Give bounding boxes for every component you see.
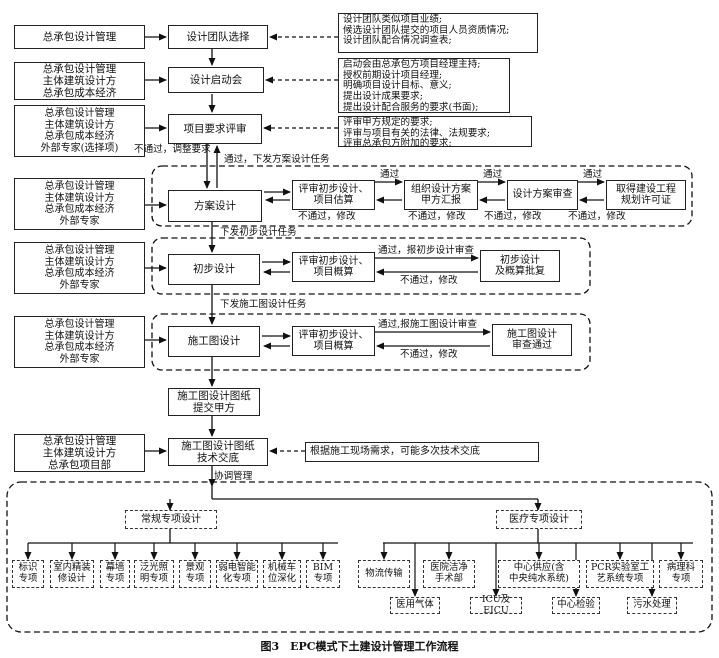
step-submit-drawings: 施工图设计图纸 提交甲方 [168,388,260,416]
label-fail-2: 不通过，修改 [408,211,466,222]
prelim-approval: 初步设计 及概算批复 [480,250,560,282]
role-box-5: 总承包设计管理 主体建筑设计方 总承包成本经济 外部专家 [14,242,145,294]
cd-stage-frame [151,313,591,371]
step-team-selection: 设计团队选择 [168,25,268,49]
prelim-review-budget: 评审初步设计、 项目概算 [292,252,375,282]
regular-item-8: BIM 专项 [306,560,340,588]
label-fail-4: 不通过，修改 [568,211,626,222]
medical-item-top-4: PCR实验室工 艺系统专项 [586,560,654,588]
medical-item-bottom-1: 医用气体 [390,597,440,614]
role-box-7: 总承包设计管理 主体建筑设计方 总承包项目部 [14,434,145,472]
label-to-cd: 下发施工图设计任务 [220,299,307,310]
medical-item-top-1: 物流传输 [358,560,410,588]
label-coordination: 协调管理 [214,471,253,482]
medical-item-bottom-4: 污水处理 [627,597,677,614]
label-cd-pass: 通过,报施工图设计审查 [378,319,477,330]
label-to-scheme: 通过，下发方案设计任务 [224,154,330,165]
regular-item-5: 景观 专项 [179,560,211,588]
regular-item-7: 机械车 位深化 [263,560,301,588]
medical-special-design: 医疗专项设计 [496,510,582,529]
label-fail-1: 不通过，修改 [298,211,356,222]
regular-item-1: 标识 专项 [12,560,44,588]
scheme-stage-frame [151,165,693,227]
step-technical-disclosure: 施工图设计图纸 技术交底 [168,438,268,466]
medical-item-bottom-2: ICU及EICU [470,594,522,615]
label-fail-3: 不通过，修改 [484,211,542,222]
label-prelim-fail: 不通过，修改 [400,275,458,286]
role-box-6: 总承包设计管理 主体建筑设计方 总承包成本经济 外部专家 [14,316,145,368]
label-prelim-pass: 通过，报初步设计审查 [378,245,474,256]
step-requirement-review: 项目要求评审 [168,114,262,144]
scheme-planning-permit: 取得建设工程 规划许可证 [606,180,686,210]
step-scheme-design: 方案设计 [168,190,262,222]
label-pass-1: 通过 [380,169,400,180]
step-kickoff-meeting: 设计启动会 [168,67,264,93]
label-cd-fail: 不通过，修改 [400,349,458,360]
medical-item-bottom-3: 中心检验 [552,597,600,614]
medical-item-top-5: 病理科 专项 [659,560,703,588]
special-design-frame [6,481,713,633]
role-box-3: 总承包设计管理 主体建筑设计方 总承包成本经济 外部专家(选择项) [14,105,145,157]
scheme-review-estimate: 评审初步设计、 项目估算 [292,180,375,210]
prelim-stage-frame [151,237,591,295]
regular-item-4: 泛光照 明专项 [134,560,174,588]
label-pass-2: 通过 [483,169,503,180]
label-pass-3: 通过 [583,169,603,180]
step-preliminary-design: 初步设计 [168,254,260,285]
cd-approval: 施工图设计 审查通过 [492,324,572,356]
label-to-prelim: 下发初步设计任务 [220,227,297,238]
role-box-4: 总承包设计管理 主体建筑设计方 总承包成本经济 外部专家 [14,178,145,230]
figure-caption: 图3 EPC模式下土建设计管理工作流程 [260,640,459,653]
scheme-review: 设计方案审查 [507,180,578,210]
scheme-client-report: 组织设计方案 甲方汇报 [404,180,478,210]
label-fail-s3: 不通过，调整要求 [134,144,211,155]
regular-item-2: 室内精装 修设计 [50,560,94,588]
medical-item-top-2: 医院洁净 手术部 [423,560,475,588]
note-kickoff: 启动会由总承包方项目经理主持; 授权前期设计项目经理; 明确项目设计目标、意义;… [338,58,510,113]
regular-item-6: 弱电智能 化专项 [216,560,258,588]
medical-item-top-3: 中心供应(含 中央纯水系统) [498,560,580,588]
role-box-1: 总承包设计管理 [14,25,145,49]
note-team-selection: 设计团队类似项目业绩; 候选设计团队提交的项目人员资质情况; 设计团队配合情况调… [338,13,538,53]
regular-special-design: 常规专项设计 [125,510,217,529]
role-box-2: 总承包设计管理 主体建筑设计方 总承包成本经济 [14,62,145,100]
note-requirement-review: 评审甲方规定的要求; 评审与项目有关的法律、法规要求; 评审总承包方附加的要求; [338,116,532,149]
cd-review-budget: 评审初步设计、 项目概算 [292,326,375,356]
regular-item-3: 幕墙 专项 [100,560,130,588]
step-construction-drawing: 施工图设计 [168,326,260,357]
note-disclosure: 根据施工现场需求，可能多次技术交底 [305,442,539,462]
